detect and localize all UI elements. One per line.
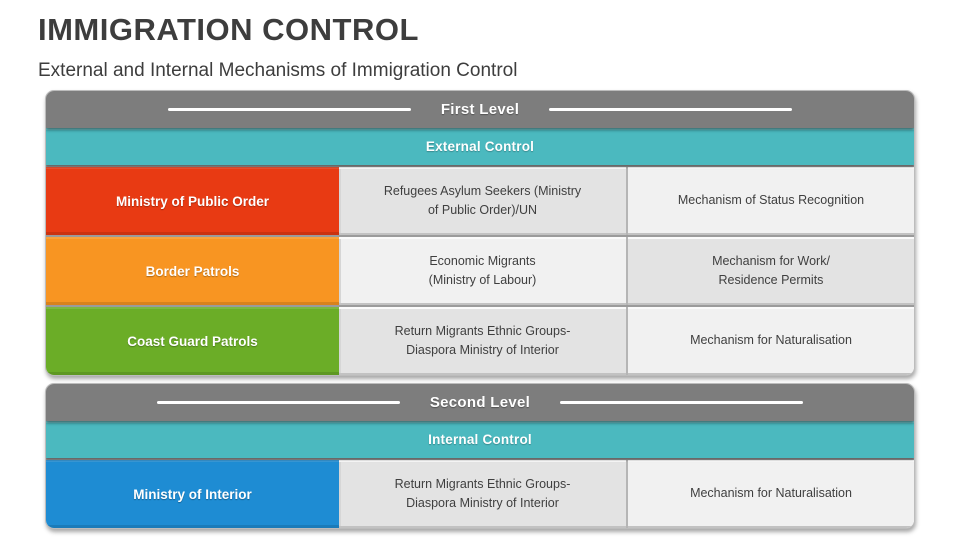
second-level-header: Second Level — [46, 384, 914, 421]
decorative-line-right — [549, 108, 793, 111]
mechanism-cell: Mechanism for Naturalisation — [626, 460, 914, 528]
mechanism-cell: Mechanism of Status Recognition — [626, 167, 914, 235]
decorative-line-left — [167, 108, 411, 111]
migrants-cell: Return Migrants Ethnic Groups- Diaspora … — [339, 460, 626, 528]
first-level-section: First Level External Control Ministry of… — [45, 90, 915, 376]
mechanism-cell: Mechanism for Naturalisation — [626, 307, 914, 375]
level-title: Second Level — [429, 394, 531, 411]
migrants-cell: Economic Migrants (Ministry of Labour) — [339, 237, 626, 305]
table-row: Ministry of Interior Return Migrants Eth… — [46, 458, 914, 528]
table-row: Border Patrols Economic Migrants (Minist… — [46, 235, 914, 305]
agency-cell: Coast Guard Patrols — [46, 307, 339, 375]
table-row: Coast Guard Patrols Return Migrants Ethn… — [46, 305, 914, 375]
first-level-header: First Level — [46, 91, 914, 128]
agency-cell: Ministry of Interior — [46, 460, 339, 528]
agency-cell: Border Patrols — [46, 237, 339, 305]
migrants-cell: Refugees Asylum Seekers (Ministry of Pub… — [339, 167, 626, 235]
agency-cell: Ministry of Public Order — [46, 167, 339, 235]
decorative-line-right — [560, 401, 804, 404]
page-title: IMMIGRATION CONTROL — [38, 12, 419, 47]
migrants-cell: Return Migrants Ethnic Groups- Diaspora … — [339, 307, 626, 375]
decorative-line-left — [156, 401, 400, 404]
level-title: First Level — [440, 101, 520, 118]
page-subtitle: External and Internal Mechanisms of Immi… — [38, 60, 518, 81]
second-level-section: Second Level Internal Control Ministry o… — [45, 383, 915, 529]
external-control-banner: External Control — [46, 128, 914, 165]
table-row: Ministry of Public Order Refugees Asylum… — [46, 165, 914, 235]
mechanism-cell: Mechanism for Work/ Residence Permits — [626, 237, 914, 305]
internal-control-banner: Internal Control — [46, 421, 914, 458]
